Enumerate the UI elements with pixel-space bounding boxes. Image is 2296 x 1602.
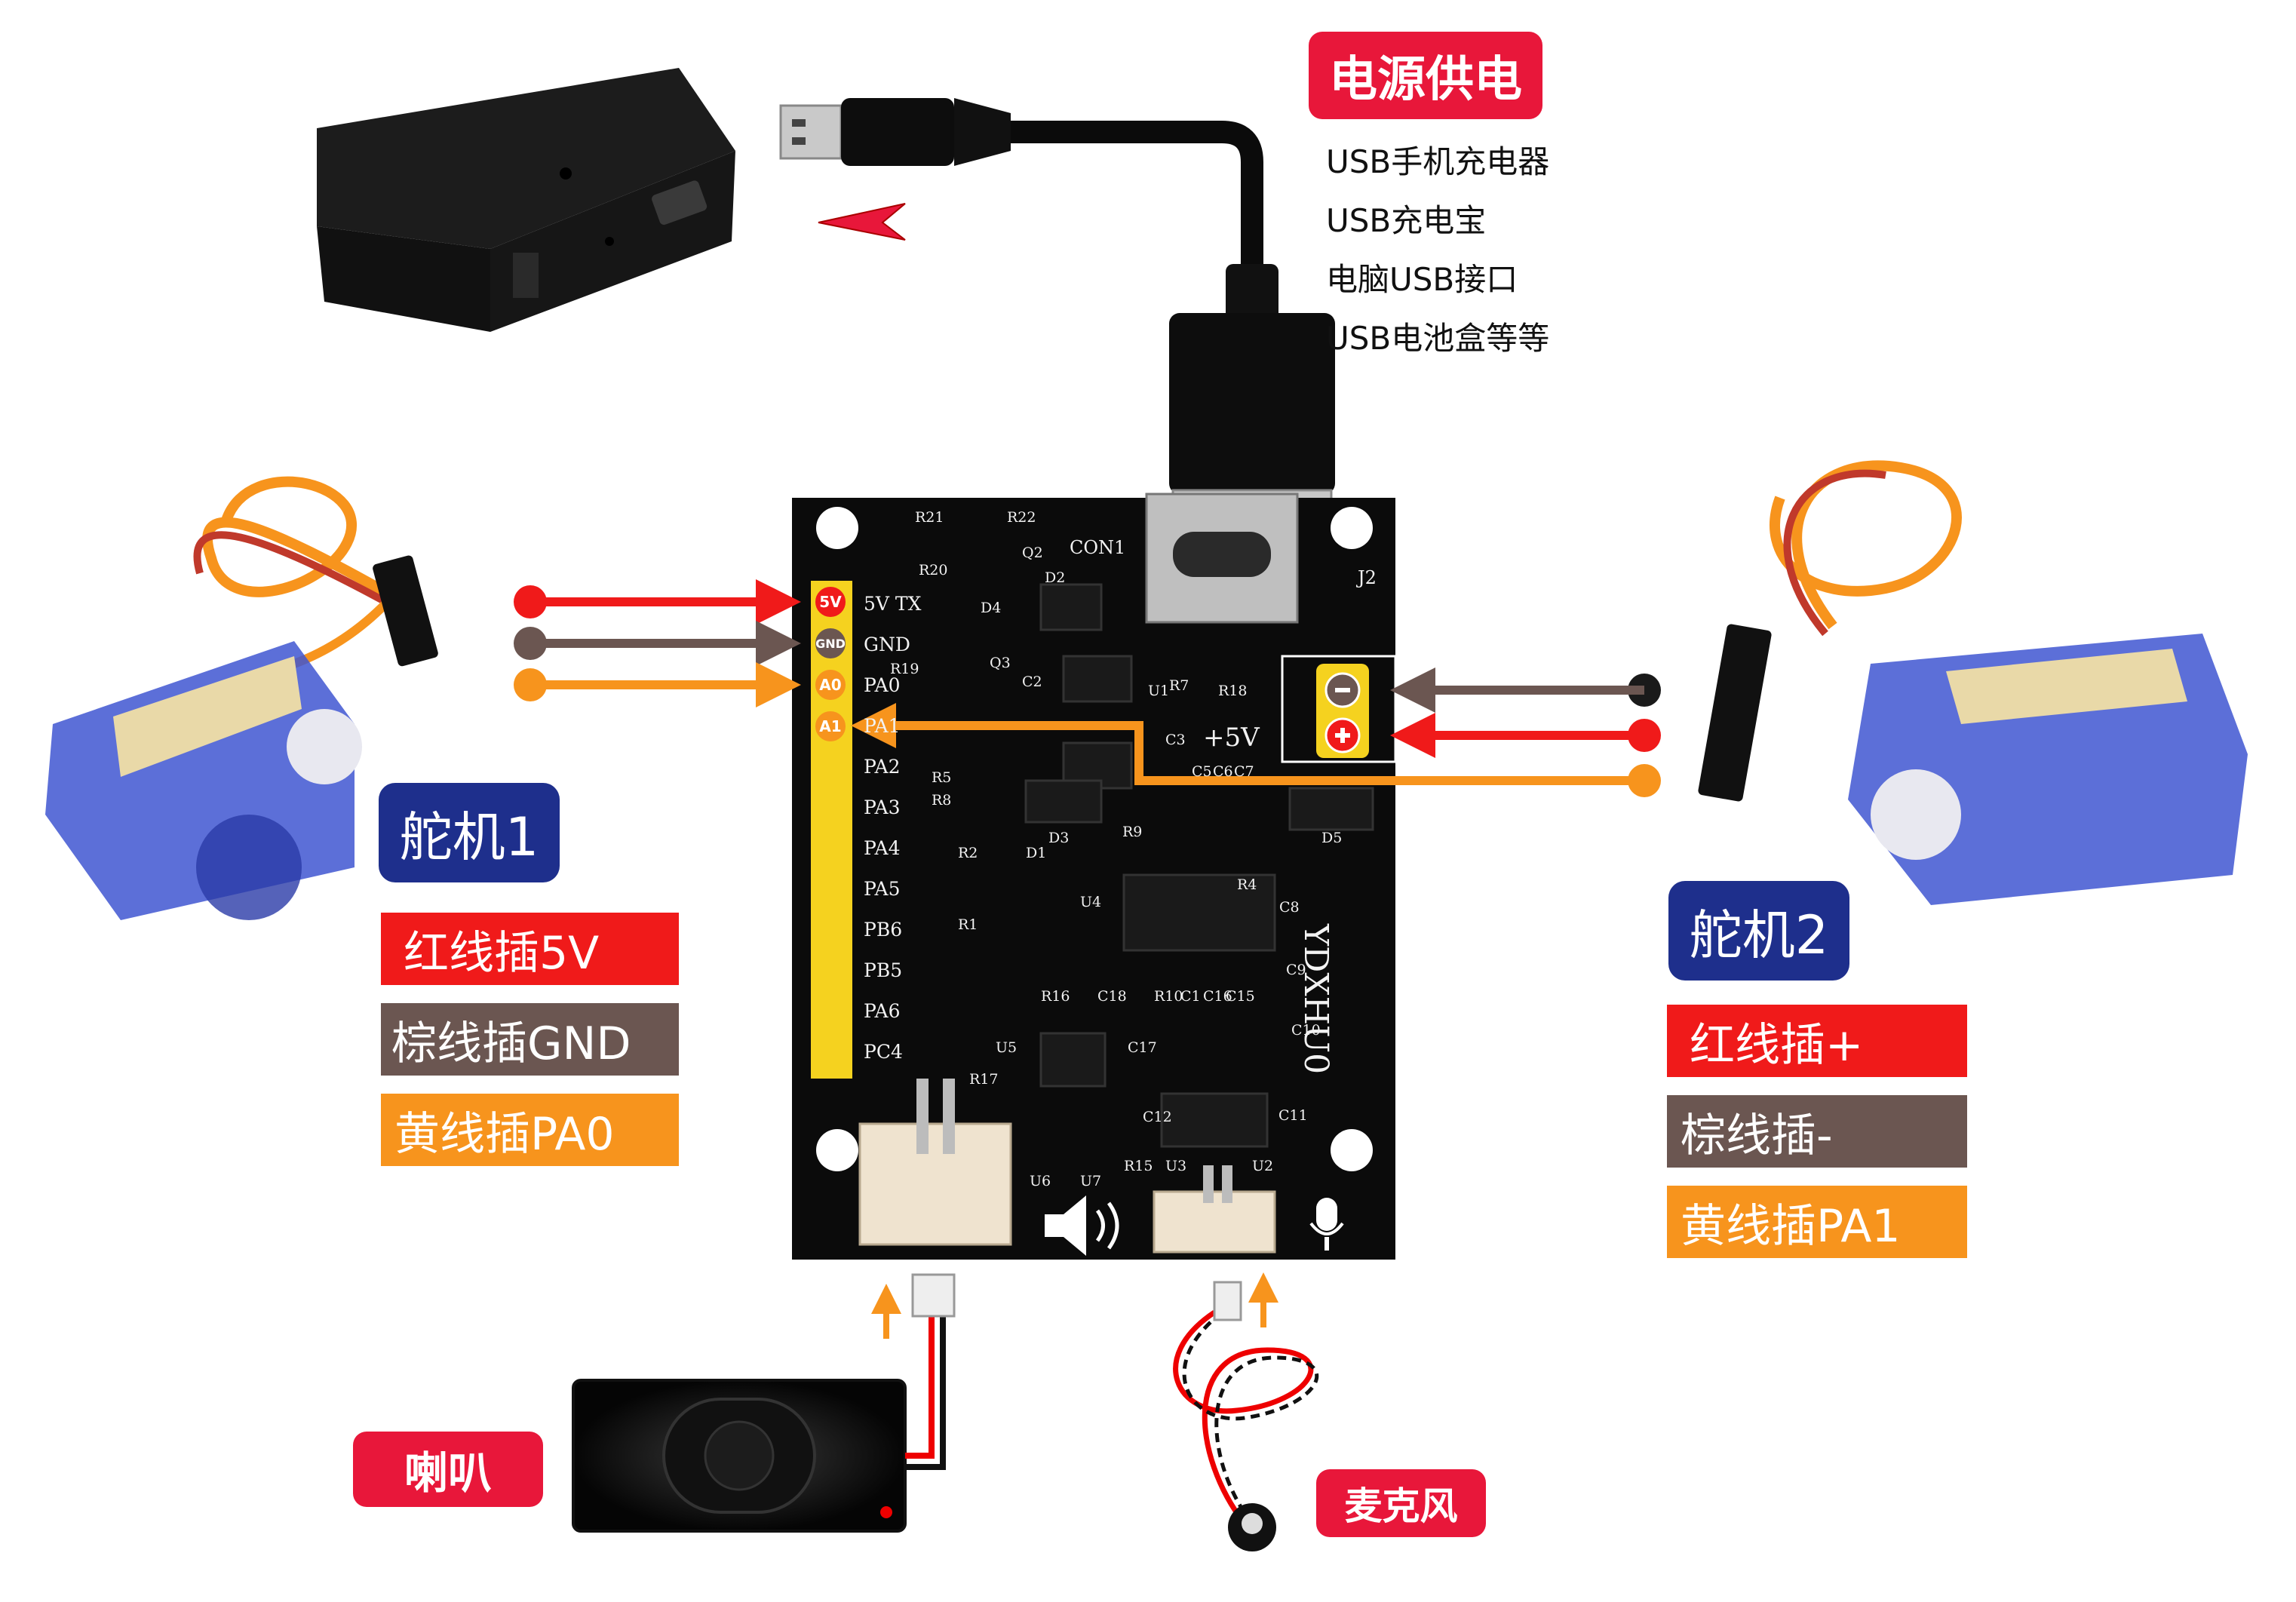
component-u7: U7 — [1080, 1173, 1102, 1189]
component-u3: U3 — [1165, 1158, 1187, 1174]
microphone-icon — [1173, 1281, 1319, 1551]
power-options: USB手机充电器 USB充电宝 电脑USB接口 USB电池盒等等 — [1326, 133, 1549, 368]
component-u2: U2 — [1252, 1158, 1274, 1174]
component-c1: C1 — [1180, 988, 1201, 1005]
component-c2: C2 — [1022, 674, 1042, 690]
component-c15: C15 — [1226, 988, 1255, 1005]
component-r8: R8 — [932, 792, 952, 809]
component-r19: R19 — [890, 661, 919, 677]
component-d1: D1 — [1026, 845, 1047, 861]
servo1-label-brown: 棕线插GND — [381, 1003, 679, 1076]
pin-label: GND — [864, 634, 910, 655]
component-c5: C5 — [1192, 763, 1212, 780]
pin-label: PA0 — [864, 674, 901, 696]
jack-label: J2 — [1358, 567, 1377, 588]
component-c18: C18 — [1097, 988, 1127, 1005]
component-r22: R22 — [1007, 509, 1036, 526]
component-u1: U1 — [1148, 683, 1170, 699]
component-c10: C10 — [1291, 1022, 1321, 1039]
usb-c-plug-icon — [1169, 264, 1335, 533]
component-c8: C8 — [1279, 899, 1300, 916]
component-c12: C12 — [1143, 1109, 1172, 1125]
servo1-label-orange: 黄线插PA0 — [381, 1094, 679, 1166]
speaker-icon — [572, 1273, 956, 1533]
pin-label: PB5 — [864, 959, 903, 981]
power-label: +5V — [1203, 723, 1260, 753]
power-option: 电脑USB接口 — [1326, 261, 1518, 298]
component-c16: C16 — [1203, 988, 1232, 1005]
pin-label: PA5 — [864, 878, 901, 900]
connector-label: CON1 — [1070, 537, 1126, 558]
pin-label: PC4 — [864, 1041, 903, 1063]
pin-label: 5V TX — [864, 593, 922, 615]
pin-label: PA6 — [864, 1000, 901, 1022]
component-r7: R7 — [1169, 677, 1189, 694]
pin-label: PA2 — [864, 756, 901, 778]
pin-tag-a1: A1 — [813, 709, 848, 744]
mic-title: 麦克风 — [1316, 1469, 1486, 1537]
component-c11: C11 — [1278, 1107, 1308, 1124]
board-name: YDXHU0 — [1297, 924, 1335, 1075]
servo1-title: 舵机1 — [379, 783, 560, 882]
component-r21: R21 — [915, 509, 944, 526]
controller-board — [792, 493, 1397, 1260]
pin-label: PB6 — [864, 919, 903, 941]
speaker-title: 喇叭 — [353, 1432, 543, 1507]
servo2-title: 舵机2 — [1668, 881, 1849, 981]
component-r1: R1 — [958, 916, 978, 933]
servo2-wires — [851, 668, 1661, 797]
component-q3: Q3 — [990, 655, 1011, 671]
component-r20: R20 — [919, 562, 948, 578]
component-c17: C17 — [1128, 1039, 1157, 1056]
component-u6: U6 — [1030, 1173, 1051, 1189]
component-r10: R10 — [1154, 988, 1183, 1005]
component-u4: U4 — [1080, 894, 1102, 910]
component-d4: D4 — [981, 600, 1002, 616]
servo1-wires — [514, 579, 801, 707]
power-option: USB电池盒等等 — [1326, 320, 1550, 357]
component-r5: R5 — [932, 769, 952, 786]
servo2-label-orange: 黄线插PA1 — [1667, 1186, 1967, 1258]
component-d5: D5 — [1321, 830, 1343, 846]
servo-motor-icon — [1698, 460, 2248, 905]
usb-a-plug-icon — [779, 98, 1011, 166]
component-r15: R15 — [1124, 1158, 1153, 1174]
servo2-label-brown: 棕线插- — [1667, 1095, 1967, 1168]
component-c3: C3 — [1165, 732, 1186, 748]
component-r2: R2 — [958, 845, 978, 861]
component-u5: U5 — [996, 1039, 1018, 1056]
servo2-label-red: 红线插+ — [1667, 1005, 1967, 1077]
pin-tag-gnd: GND — [813, 626, 848, 661]
power-option: USB手机充电器 — [1326, 143, 1550, 180]
component-r18: R18 — [1218, 683, 1248, 699]
pin-tag-a0: A0 — [813, 668, 848, 702]
battery-box-icon — [317, 68, 735, 332]
servo-motor-icon — [45, 476, 438, 920]
pin-label: PA1 — [864, 715, 901, 737]
component-d3: D3 — [1048, 830, 1070, 846]
power-title: 电源供电 — [1309, 32, 1542, 119]
mic-symbol-icon — [1309, 1198, 1344, 1251]
servo1-label-red: 红线插5V — [381, 913, 679, 985]
component-c7: C7 — [1234, 763, 1254, 780]
component-d2: D2 — [1045, 569, 1066, 586]
pin-tag-5v: 5V — [813, 585, 848, 619]
direction-arrow-icon — [818, 203, 906, 241]
component-r17: R17 — [969, 1071, 999, 1088]
pin-label: PA3 — [864, 796, 901, 818]
component-c6: C6 — [1213, 763, 1233, 780]
speaker-symbol-icon — [1045, 1195, 1119, 1256]
component-q2: Q2 — [1022, 545, 1043, 561]
component-r9: R9 — [1122, 824, 1143, 840]
pin-label: PA4 — [864, 837, 901, 859]
component-r4: R4 — [1237, 876, 1257, 893]
power-option: USB充电宝 — [1326, 202, 1487, 239]
component-c9: C9 — [1286, 962, 1306, 978]
component-r16: R16 — [1041, 988, 1070, 1005]
